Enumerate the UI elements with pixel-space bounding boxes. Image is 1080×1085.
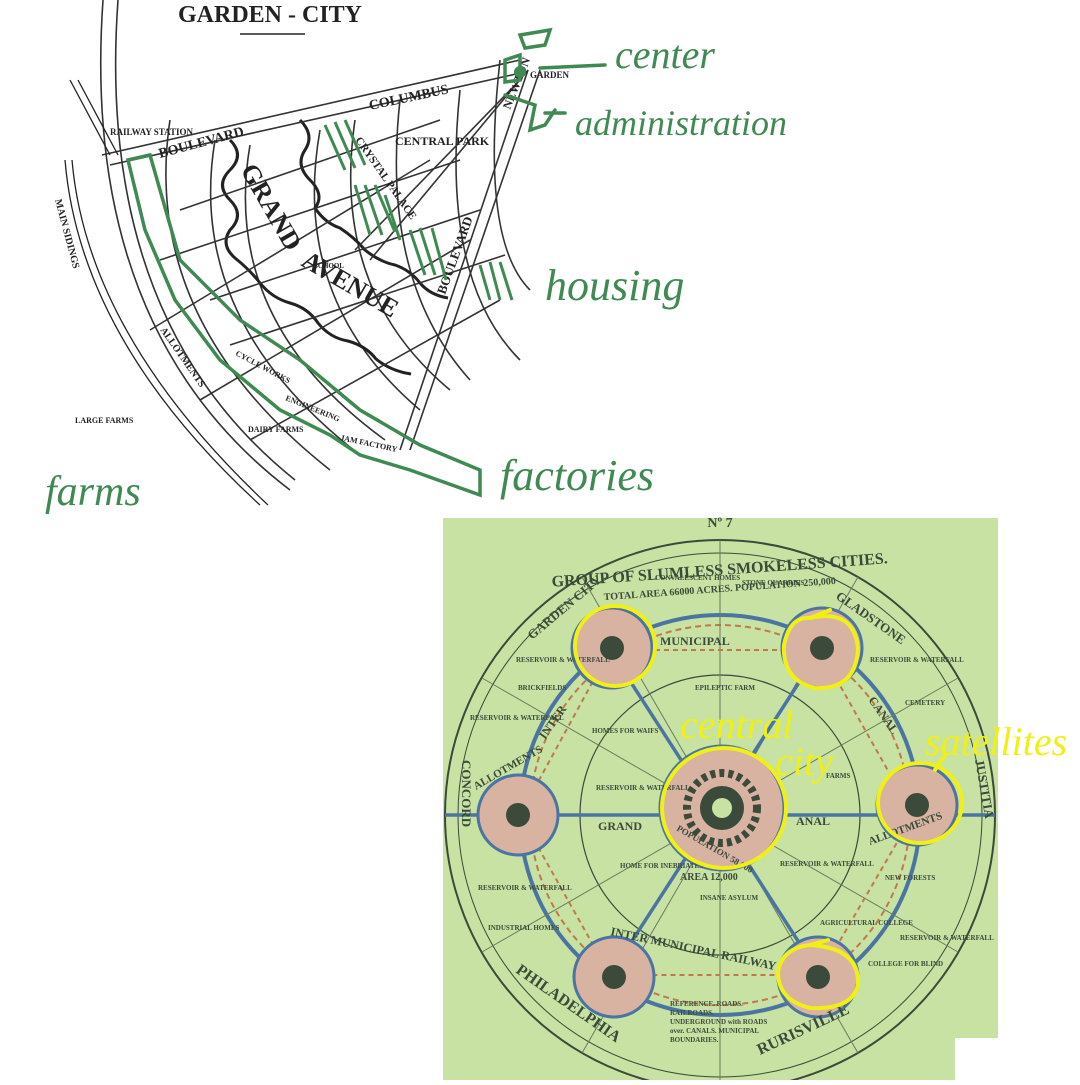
label-reservoir-2: RESERVOIR & WATERFALL — [870, 656, 964, 664]
satellite-cities — [476, 606, 959, 1019]
map1-title: GARDEN - CITY — [178, 2, 362, 28]
annotation-city: city — [775, 739, 833, 784]
yellow-annotations — [573, 604, 964, 1011]
label-stone-quarries: STONE QUARRIES — [742, 579, 804, 587]
satellites-pointer — [933, 753, 947, 772]
reference-legend: REFERENCE. ROADS. RAILROADS. UNDERGROUND… — [670, 1000, 768, 1044]
label-brickfields: BRICKFIELDS — [518, 684, 566, 692]
center-pointer — [538, 63, 607, 70]
administration-outline — [503, 93, 557, 133]
social-city-diagram: Nº 7 GROUP OF SLUMLESS SMOKELESS CITIES.… — [443, 516, 1067, 1085]
radial-avenues — [101, 59, 541, 451]
center-dot — [514, 66, 526, 78]
satellite-concord — [476, 773, 560, 857]
label-jam-factory: JAM FACTORY — [340, 433, 399, 454]
housing-hatching — [323, 119, 514, 301]
satellite-philadelphia — [572, 935, 656, 1019]
label-central-area: AREA 12,000 — [680, 872, 738, 883]
label-reservoir-3: RESERVOIR & WATERFALL — [470, 714, 564, 722]
label-dairy-farms: DAIRY FARMS — [248, 425, 304, 434]
center-outline — [503, 52, 522, 84]
label-columbus: COLUMBUS — [368, 82, 450, 114]
label-cemetery: CEMETERY — [905, 699, 945, 707]
label-school: SCHOOL — [314, 262, 344, 270]
label-farms: FARMS — [826, 772, 850, 780]
annotation-housing: housing — [545, 261, 684, 310]
label-insane-asylum: INSANE ASYLUM — [700, 894, 759, 902]
city-concord: CONCORD — [459, 760, 474, 827]
circle-central-city — [660, 746, 788, 870]
label-epileptic: EPILEPTIC FARM — [695, 684, 755, 692]
label-large-farms: LARGE FARMS — [75, 416, 134, 425]
annotation-administration: administration — [575, 103, 787, 143]
annotation-farms: farms — [45, 469, 141, 515]
garden-outline — [517, 27, 553, 50]
label-college-blind: COLLEGE FOR BLIND — [868, 960, 943, 968]
annotation-satellites: satellites — [925, 719, 1067, 764]
label-reservoir-5: RESERVOIR & WATERFALL — [780, 860, 874, 868]
circle-gladstone — [781, 608, 861, 691]
label-main-sidings: MAIN SIDINGS — [52, 198, 81, 270]
ring-roads — [99, 0, 531, 491]
label-reservoir-7: RESERVOIR & WATERFALL — [596, 784, 690, 792]
reference-legend-text: REFERENCE. ROADS. RAILROADS. UNDERGROUND… — [670, 1000, 768, 1044]
garden-city-ward-map: GARDEN - CITY — [45, 0, 787, 515]
label-reservoir-4: RESERVOIR & WATERFALL — [478, 884, 572, 892]
annotation-center: center — [615, 32, 715, 77]
label-industrial-homes: INDUSTRIAL HOMES — [488, 924, 559, 932]
label-reservoir-1: RESERVOIR & WATERFALL — [516, 656, 610, 664]
paper-corner-cut — [955, 1038, 998, 1080]
plate-number: Nº 7 — [707, 516, 732, 531]
label-homes-waifs: HOMES FOR WAIFS — [592, 727, 658, 735]
label-central-park: CENTRAL PARK — [395, 134, 490, 148]
circle-garden-city — [573, 604, 657, 688]
annotation-central: central — [680, 702, 793, 747]
label-anal: ANAL — [796, 814, 830, 828]
label-garden: GARDEN — [530, 70, 570, 80]
label-reservoir-6: RESERVOIR & WATERFALL — [900, 934, 994, 942]
label-agricultural-college: AGRICULTURAL COLLEGE — [820, 919, 913, 927]
label-home-inebriates: HOME FOR INEBRIATES — [620, 862, 703, 870]
green-annotations — [125, 27, 607, 498]
label-engineering: ENGINEERING — [284, 394, 341, 424]
circle-rurisville — [775, 938, 861, 1011]
label-convalescent: CONVALESCENT HOMES — [655, 574, 740, 582]
factories-outline — [125, 152, 482, 498]
label-new-forests: NEW FORESTS — [885, 874, 935, 882]
circle-justitia — [876, 761, 964, 845]
label-railway-station: RAILWAY STATION — [110, 127, 193, 137]
label-municipal: MUNICIPAL — [660, 634, 730, 648]
satellite-justitia — [875, 763, 959, 847]
annotation-factories: factories — [500, 451, 654, 500]
label-grand: GRAND — [598, 819, 642, 833]
railway-tracks — [64, 79, 269, 506]
